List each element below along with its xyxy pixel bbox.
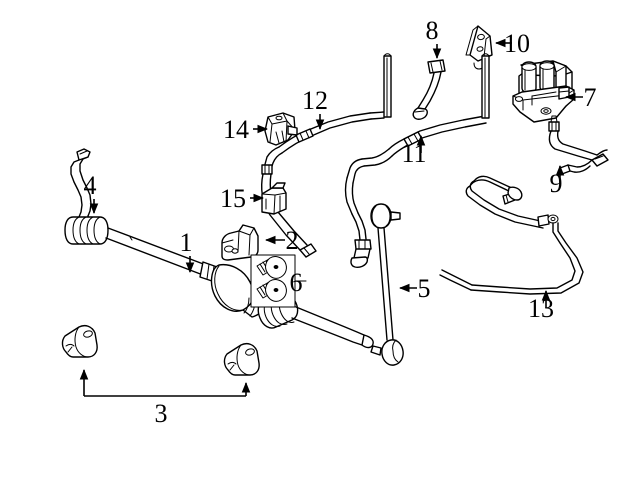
callout-8: 8 [426,16,439,45]
callout-numbers: 1 2 3 4 5 6 7 8 9 10 11 12 13 14 15 [84,16,597,428]
callout-9: 9 [550,169,563,198]
callout-6: 6 [290,268,303,297]
hydraulic-actuator-body [210,263,254,312]
part-return-line-13 [439,180,584,295]
part-retainer-clip-15 [261,182,287,215]
callout-3: 3 [155,399,168,428]
callout-13: 13 [528,294,554,323]
part-stabilizer-link-5 [370,203,404,366]
bolt-upper [256,256,287,279]
part-mounting-bracket-2 [221,224,259,261]
callout-2: 2 [286,226,299,255]
bolt-lower [256,279,287,302]
callout-10: 10 [504,29,530,58]
callout-5: 5 [418,274,431,303]
callout-7: 7 [584,83,597,112]
callout-leaders [79,38,583,397]
part-stabilizer-bar-bushing [64,216,109,245]
callout-14: 14 [223,115,249,144]
part-retainer-clip-14 [264,112,298,146]
callout-11: 11 [401,139,426,168]
upper-return-hose [469,175,523,201]
callout-1: 1 [180,228,193,257]
vertical-tube-left [383,53,392,118]
part-stabilizer-bar-assembly [64,148,374,349]
part-bolt-set-6 [250,254,307,308]
lower-hose-run [350,212,372,268]
vertical-tube-right [481,53,490,119]
part-bushing-clamp-right [223,342,260,376]
part-valve-block-7 [512,60,575,123]
part-bushing-clamp-left [61,324,98,358]
part-sensor-hose-9 [548,115,609,175]
callout-4: 4 [84,171,97,200]
callout-15: 15 [220,184,246,213]
callout-12: 12 [302,86,328,115]
part-short-hose-8 [412,59,446,120]
